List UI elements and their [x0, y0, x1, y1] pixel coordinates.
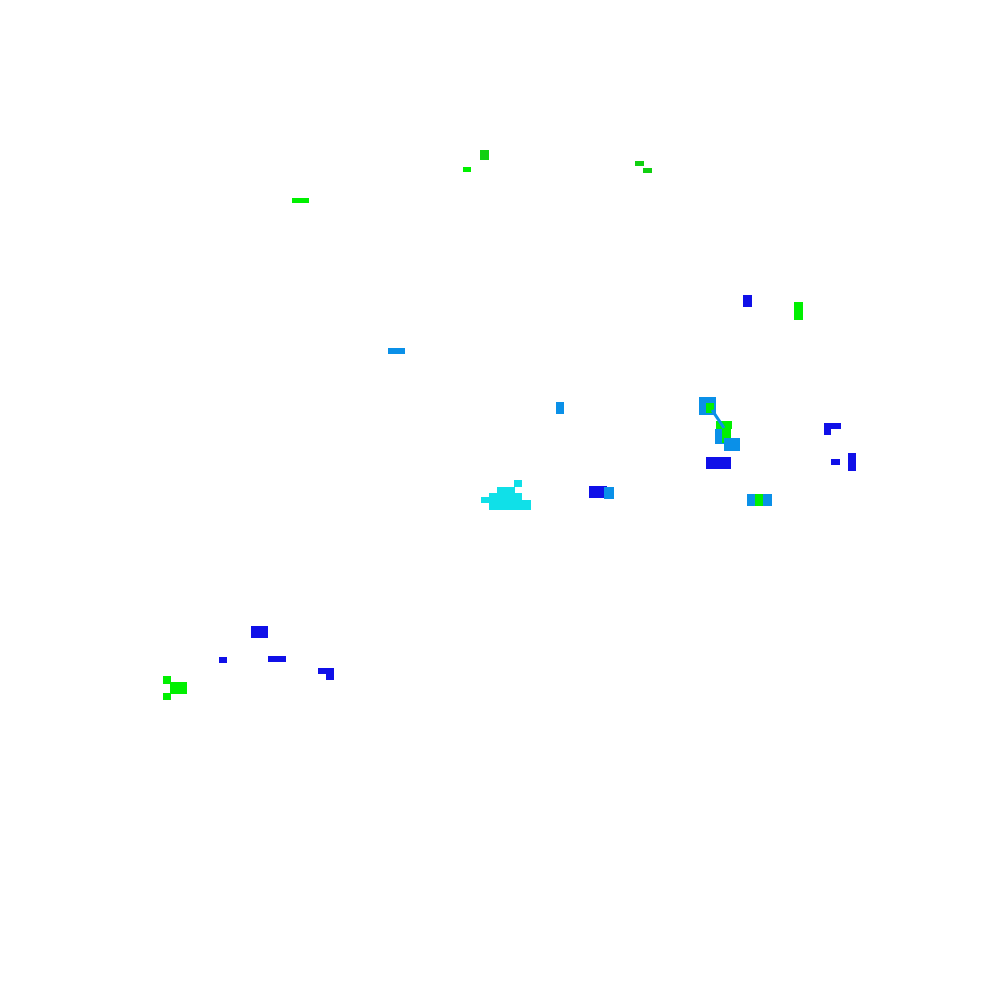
green-pixel-block — [163, 676, 171, 684]
blue-pixel-block — [848, 453, 856, 471]
blue-pixel-block — [318, 668, 334, 674]
blue-pixel-block — [251, 626, 268, 638]
azure-pixel-block — [715, 429, 725, 444]
connector-line — [710, 409, 726, 429]
blue-pixel-block — [824, 429, 831, 435]
green-pixel-block — [722, 429, 731, 443]
blue-pixel-block — [706, 457, 731, 469]
blue-pixel-block — [326, 672, 334, 680]
azure-pixel-block — [604, 487, 614, 499]
blue-pixel-block — [824, 423, 841, 429]
dark-green-pixel-block — [480, 150, 489, 160]
green-pixel-block — [292, 198, 309, 203]
azure-pixel-block — [388, 348, 405, 354]
cyan-pixel-block — [481, 497, 490, 503]
green-pixel-block — [794, 302, 803, 320]
cyan-pixel-block — [497, 487, 515, 495]
blue-pixel-block — [589, 486, 607, 498]
cyan-pixel-block — [489, 500, 531, 510]
blue-pixel-block — [831, 459, 840, 465]
green-pixel-block — [716, 421, 732, 429]
green-pixel-block — [706, 403, 714, 413]
dark-green-pixel-block — [635, 161, 644, 166]
green-pixel-block — [463, 167, 471, 172]
azure-pixel-block — [724, 438, 740, 451]
dark-green-pixel-block — [643, 168, 652, 173]
green-pixel-block — [170, 682, 187, 694]
azure-pixel-block — [556, 402, 564, 414]
green-pixel-block — [163, 693, 171, 700]
cyan-pixel-block — [514, 480, 522, 487]
cyan-pixel-block — [489, 493, 522, 501]
blue-pixel-block — [268, 656, 286, 662]
green-pixel-block — [755, 494, 763, 506]
blue-pixel-block — [219, 657, 227, 663]
blue-pixel-block — [743, 295, 752, 307]
